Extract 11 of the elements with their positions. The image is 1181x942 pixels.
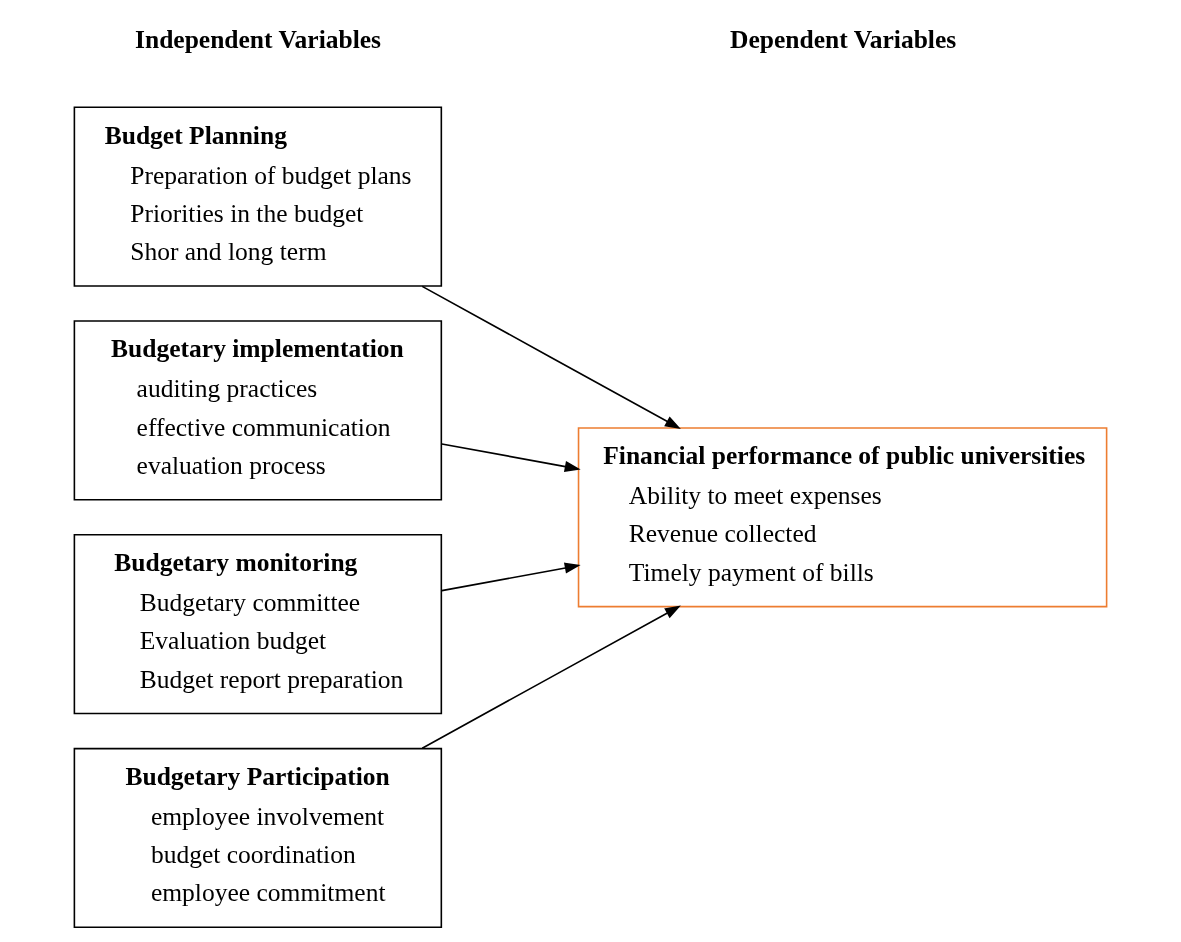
node-box: Budget Planning Preparation of budget plans Priorities in the budget Shor and long term <box>73 106 443 287</box>
arrow <box>441 443 581 473</box>
arrow <box>421 285 681 429</box>
node-box: Financial performance of public universities Ability to meet expenses Revenue collected Timely payment of bills <box>577 427 1108 608</box>
node-box: Budgetary monitoring Budgetary committee Evaluation budget Budget report preparation <box>73 534 443 715</box>
node-box: Budgetary Participation employee involvement budget coordination employee commitment <box>73 747 443 929</box>
label: Independent Variables <box>135 24 382 54</box>
node-box: Budgetary implementation auditing practices effective communication evaluation process <box>73 320 443 501</box>
label: Dependent Variables <box>730 24 957 54</box>
arrow <box>441 562 581 592</box>
arrow <box>421 605 681 749</box>
